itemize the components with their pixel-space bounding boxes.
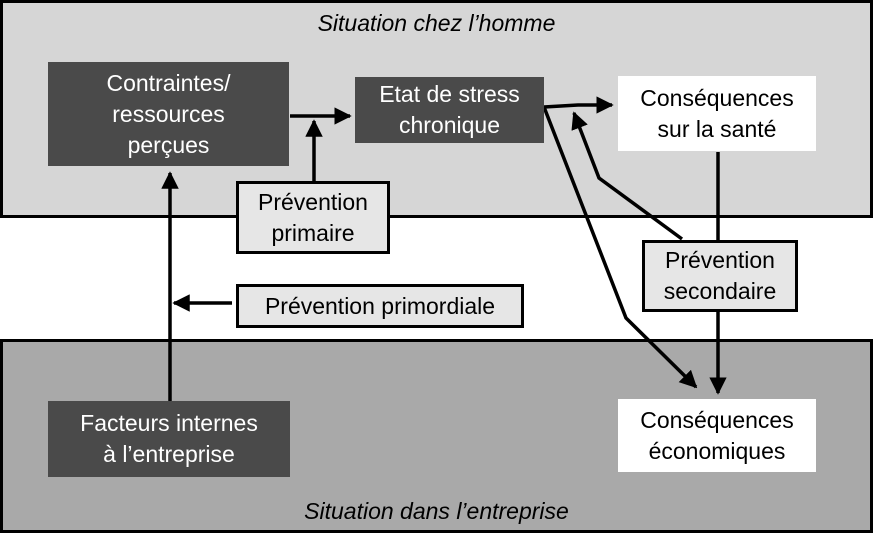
node-stress: Etat de stress chronique [355,77,544,143]
node-prevention-primaire: Prévention primaire [236,181,390,254]
node-prevention-secondaire: Prévention secondaire [642,240,798,312]
node-consequences-economiques: Conséquences économiques [618,399,816,472]
node-consequences-sante: Conséquences sur la santé [618,76,816,151]
node-prevention-primordiale: Prévention primordiale [236,284,524,328]
node-contraintes: Contraintes/ ressources perçues [48,62,289,166]
region-title-homme: Situation chez l’homme [317,10,556,36]
node-facteurs-internes: Facteurs internes à l’entreprise [48,401,290,477]
node-facteurs-label: Facteurs internes à l’entreprise [80,410,258,467]
node-contraintes-label: Contraintes/ ressources perçues [106,69,231,158]
node-sante-label: Conséquences sur la santé [640,84,794,142]
node-primaire-label: Prévention primaire [258,188,368,246]
region-title-entreprise: Situation dans l’entreprise [304,498,569,524]
node-primordiale-label: Prévention primordiale [264,292,496,319]
node-economiques-label: Conséquences économiques [640,406,794,464]
node-secondaire-label: Prévention secondaire [663,247,777,304]
node-stress-label: Etat de stress chronique [379,81,520,138]
